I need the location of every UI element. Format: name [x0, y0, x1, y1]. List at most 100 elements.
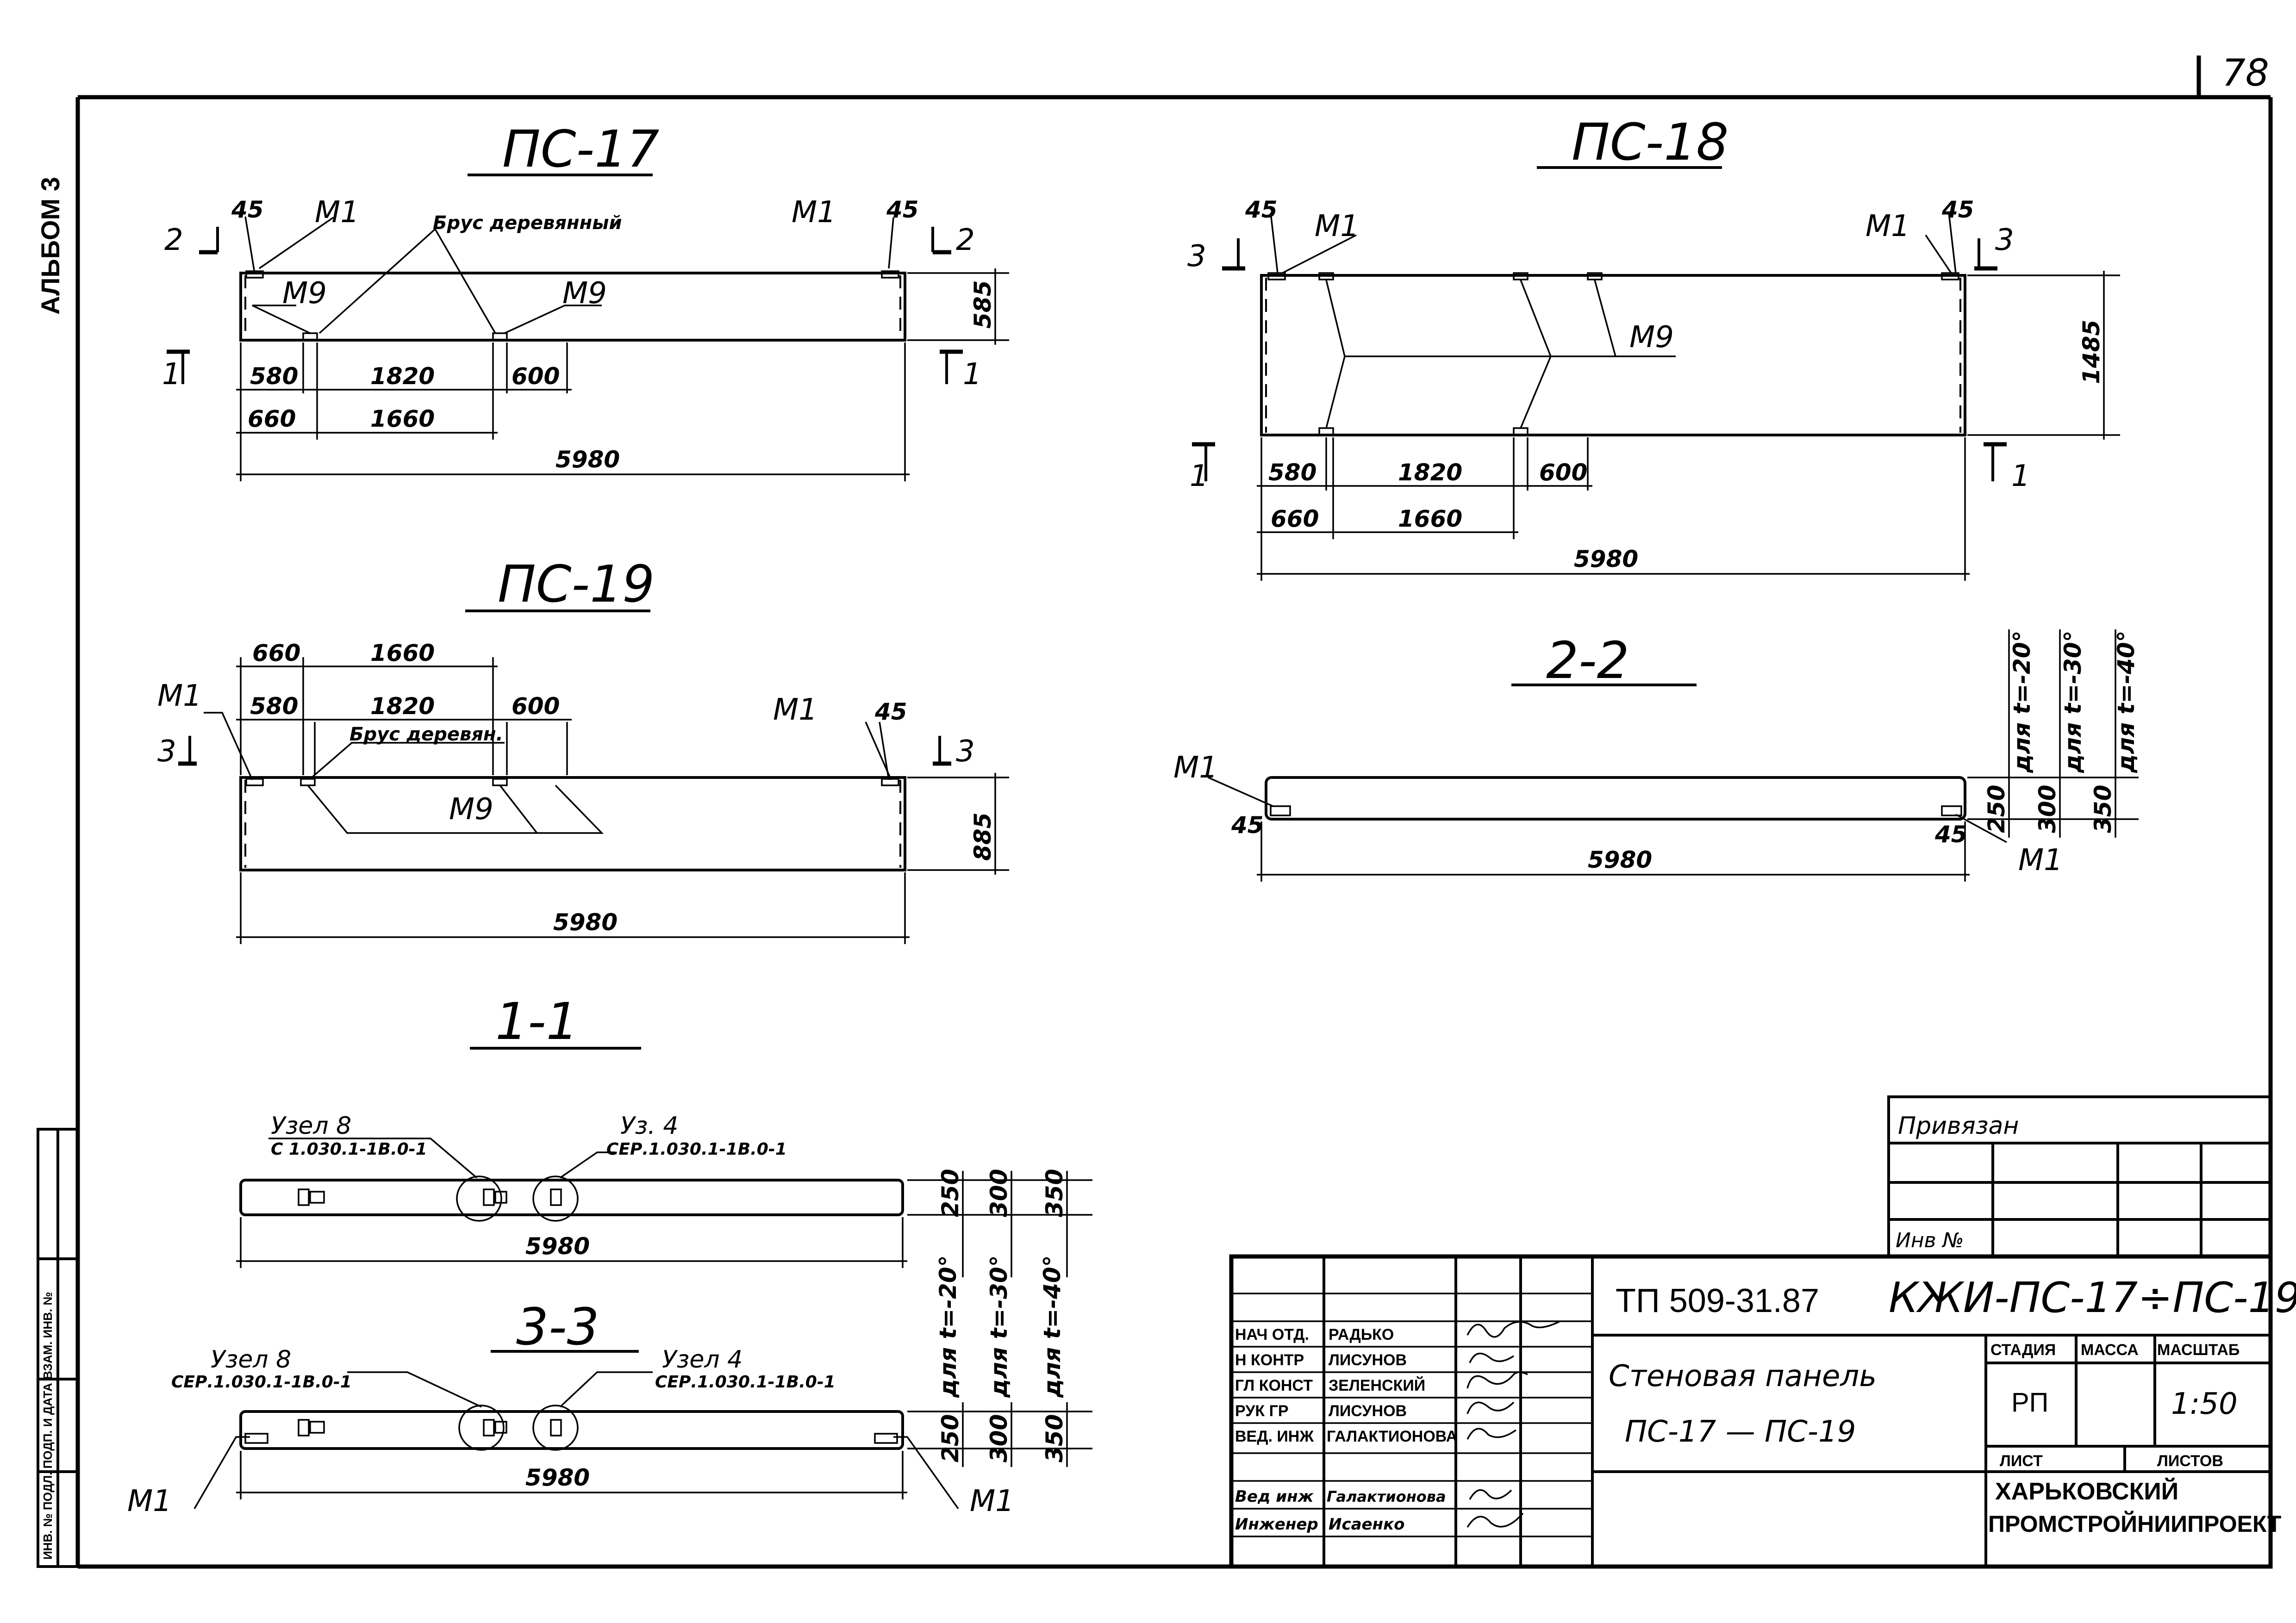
tb-role-3: РУК ГР [1235, 1402, 1289, 1420]
ps18-label-45-left: 45 [1245, 196, 1278, 223]
album-label: АЛЬБОМ 3 [36, 177, 65, 315]
ps18-dim-580: 580 [1268, 459, 1316, 486]
tb-org-2: ПРОМСТРОЙНИИПРОЕКТ [1988, 1511, 2281, 1537]
ps18-section-3-left: 3 [1187, 239, 1206, 274]
view-ps19: ПС-19 М1 М1 45 Брус деревян. М9 3 3 660 … [157, 554, 1009, 944]
tb-name-3: ЛИСУНОВ [1329, 1402, 1407, 1420]
ps18-label-m1-left: М1 [1315, 209, 1359, 243]
ps19-dim-1820: 1820 [370, 693, 435, 720]
binding-title: Привязан [1898, 1112, 2019, 1140]
ps17-section-1-left: 1 [162, 357, 181, 392]
sec33-title: 3-3 [516, 1297, 599, 1356]
sec11-dim-250: 250 [937, 1169, 964, 1217]
sec11-node4-ref: СЕР.1.030.1-1В.0-1 [606, 1140, 787, 1159]
sec22-dim-45-left: 45 [1231, 812, 1264, 839]
tb-role-1: Н КОНТР [1235, 1351, 1304, 1369]
sec33-node8-ref: СЕР.1.030.1-1В.0-1 [171, 1373, 352, 1392]
sec22-label-m1-right: М1 [2018, 843, 2063, 877]
sec11-temp-40: для t=-40° [1039, 1255, 1066, 1398]
sec33-dim-total: 5980 [525, 1464, 590, 1491]
tb-mass-header: МАССА [2081, 1341, 2139, 1359]
ps18-dim-660: 660 [1271, 505, 1319, 532]
tb-doc-name-2: ПС-17 — ПС-19 [1625, 1415, 1856, 1449]
ps17-dim-580: 580 [250, 363, 298, 390]
ps17-label-m9-left: М9 [282, 276, 327, 311]
tb-doc-code: ТП 509-31.87 [1616, 1282, 1819, 1319]
sec22-temp-30: для t=-30° [2059, 630, 2086, 773]
sec11-node8-ref: С 1.030.1-1В.0-1 [271, 1140, 427, 1159]
ps17-title: ПС-17 [502, 119, 659, 179]
tb-role-2: ГЛ КОНСТ [1235, 1377, 1313, 1394]
sec22-label-m1-left: М1 [1173, 751, 1218, 785]
ps18-dim-600: 600 [1539, 459, 1587, 486]
sec22-dim-45-right: 45 [1934, 821, 1967, 848]
ps19-dim-580: 580 [250, 693, 298, 720]
tb-org-1: ХАРЬКОВСКИЙ [1995, 1478, 2178, 1505]
tb-name-0: РАДЬКО [1329, 1326, 1394, 1343]
ps17-dim-total: 5980 [555, 446, 620, 473]
tb-role-0: НАЧ ОТД. [1235, 1326, 1309, 1343]
title-block [1229, 1254, 2273, 1569]
sec33-dim-300: 300 [986, 1414, 1012, 1462]
tb-doc-mark: КЖИ-ПС-17÷ПС-19 [1889, 1274, 2296, 1322]
tb-name-1: ЛИСУНОВ [1329, 1351, 1407, 1369]
sec33-label-m1-right: М1 [970, 1484, 1014, 1518]
sec33-dim-350: 350 [1041, 1414, 1068, 1462]
binding-box [1887, 1095, 2272, 1258]
tb-stage-header: СТАДИЯ [1990, 1341, 2056, 1359]
view-ps17: ПС-17 45 М1 Брус деревянный М1 45 М9 М9 … [162, 119, 1009, 481]
sec11-temp-20: для t=-20° [935, 1255, 961, 1398]
signatures [1466, 1320, 1560, 1528]
side-stamp [37, 1128, 79, 1568]
ps18-label-m9: М9 [1629, 320, 1674, 354]
ps19-section-3-left: 3 [157, 734, 176, 769]
page-number: 78 [2222, 51, 2269, 94]
ps17-label-45-right: 45 [886, 196, 919, 223]
tb-name-5: Галактионова [1327, 1488, 1446, 1505]
ps17-label-m1-left: М1 [315, 195, 359, 230]
ps17-label-m9-right: М9 [562, 276, 607, 311]
ps17-label-45-left: 45 [231, 196, 264, 223]
sec22-dim-300: 300 [2034, 785, 2061, 833]
ps17-section-2-right: 2 [956, 223, 975, 257]
tb-name-4: ГАЛАКТИОНОВА [1327, 1428, 1457, 1445]
ps17-section-2-left: 2 [164, 223, 183, 257]
ps19-label-beam: Брус деревян. [349, 724, 503, 745]
tb-doc-name-1: Стеновая панель [1609, 1359, 1877, 1393]
ps17-dim-660: 660 [248, 405, 296, 432]
sec11-node4-label: Уз. 4 [620, 1112, 678, 1140]
tb-name-6: Исаенко [1329, 1515, 1405, 1534]
ps19-dim-600: 600 [512, 693, 560, 720]
ps19-dim-1660: 1660 [370, 640, 435, 666]
side-stamp-text: ИНВ. № ПОДЛ. ПОДП. И ДАТА ВЗАМ. ИНВ. № [41, 1292, 55, 1560]
ps18-title: ПС-18 [1572, 112, 1728, 172]
ps19-label-m9: М9 [449, 792, 493, 827]
tb-role-5: Вед инж [1235, 1487, 1314, 1506]
ps17-dim-1820: 1820 [370, 363, 435, 390]
sec33-dim-250: 250 [937, 1414, 964, 1462]
ps17-dim-600: 600 [512, 363, 560, 390]
ps18-dim-height: 1485 [2078, 320, 2105, 384]
ps19-dim-660: 660 [252, 640, 300, 666]
sec11-dim-350: 350 [1041, 1169, 1068, 1217]
sec11-panel [239, 1179, 904, 1216]
ps18-section-1-right: 1 [2011, 459, 2030, 493]
sec22-title: 2-2 [1546, 631, 1629, 690]
view-sec11: 1-1 Узел 8 С 1.030.1-1В.0-1 Уз. 4 СЕР.1.… [236, 992, 1092, 1398]
ps19-label-m1-left: М1 [157, 679, 202, 713]
tb-sheet-header: ЛИСТ [2000, 1452, 2043, 1470]
tb-role-6: Инженер [1235, 1515, 1318, 1534]
ps18-dim-1660: 1660 [1398, 505, 1462, 532]
sec11-title: 1-1 [495, 992, 579, 1051]
sec33-node4-label: Узел 4 [662, 1346, 742, 1374]
ps18-label-m1-right: М1 [1866, 209, 1910, 243]
sec22-temp-40: для t=-40° [2113, 630, 2140, 773]
sec33-node8-label: Узел 8 [211, 1346, 291, 1374]
tb-sheets-header: ЛИСТОВ [2157, 1452, 2223, 1470]
ps17-dim-height: 585 [969, 280, 996, 329]
sec11-dim-300: 300 [986, 1169, 1012, 1217]
sec22-dim-total: 5980 [1588, 846, 1652, 873]
sec22-panel [1265, 776, 1966, 821]
sec11-dim-total: 5980 [525, 1233, 590, 1260]
ps19-dim-total: 5980 [553, 909, 618, 936]
